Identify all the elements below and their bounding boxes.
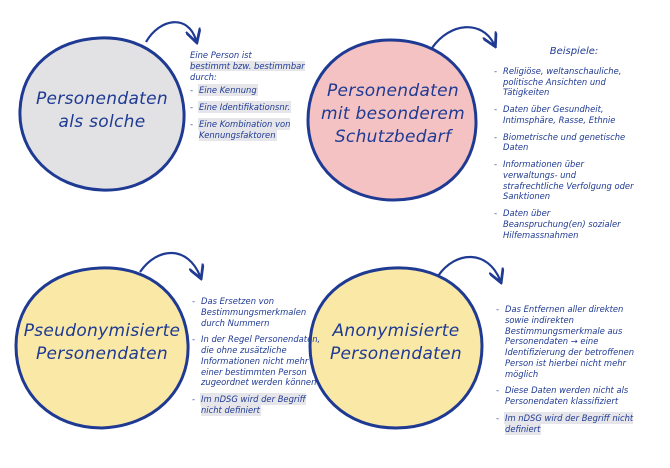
bubble-personendaten-als-solche xyxy=(18,21,196,192)
list-item: Daten über Beanspruchung(en) sozialer Hi… xyxy=(494,208,634,240)
list-item: Eine Kennung xyxy=(190,85,320,96)
bubble-shape xyxy=(18,36,186,192)
list-item: Daten über Gesundheit, Intimsphäre, Rass… xyxy=(494,104,634,126)
arrow-connector xyxy=(145,21,196,42)
list-item: Eine Identifikationsnr. xyxy=(190,102,320,113)
list-item: Biometrische und genetische Daten xyxy=(494,132,634,154)
list-item: Religiöse, weltanschauliche, politische … xyxy=(494,66,634,98)
lead-line: Eine Person ist xyxy=(190,50,252,60)
title-line: Anonymisierte xyxy=(332,321,460,341)
list-item: Das Ersetzen von Bestimmungsmerkmalen du… xyxy=(192,296,324,328)
list-item: In der Regel Personendaten, die ohne zus… xyxy=(192,334,324,388)
arrow-connector xyxy=(437,255,500,280)
bullet-list: Eine Kennung Eine Identifikationsnr. Ein… xyxy=(190,85,320,140)
title-line: Personendaten xyxy=(36,343,168,364)
notes-block: Das Entfernen aller direkten sowie indir… xyxy=(496,304,642,440)
title-line: Schutzbedarf xyxy=(334,126,452,147)
arrow-connector xyxy=(431,26,494,48)
bubble-pseudonymisierte-personendaten xyxy=(14,251,200,430)
notes-block: Eine Person ist bestimmt bzw. bestimmbar… xyxy=(190,50,320,146)
title-line: Personendaten xyxy=(36,89,168,109)
list-item: Im nDSG wird der Begriff nicht definiert xyxy=(496,412,642,435)
bubble-title: Personendaten als solche xyxy=(24,88,180,134)
notes-heading: Beispiele: xyxy=(549,46,599,57)
list-item: Diese Daten werden nicht als Personendat… xyxy=(496,385,642,407)
title-line: Personendaten xyxy=(330,343,462,364)
list-item: Eine Kombination von Kennungsfaktoren xyxy=(190,118,320,141)
list-item: Informationen über verwaltungs- und stra… xyxy=(494,159,634,202)
bubble-title: Pseudonymisierte Personendaten xyxy=(18,320,186,366)
bubble-shape xyxy=(14,266,190,430)
list-item: Im nDSG wird der Begriff nicht definiert xyxy=(192,394,324,416)
bullet-list: Religiöse, weltanschauliche, politische … xyxy=(494,66,634,241)
lead-line: durch: xyxy=(190,71,217,82)
title-line: mit besonderem xyxy=(320,103,466,124)
bubble-title: Anonymisierte Personendaten xyxy=(316,320,476,366)
notes-block: Beispiele: Religiöse, weltanschauliche, … xyxy=(494,46,634,246)
title-line: als solche xyxy=(58,111,146,132)
bullet-list: Das Entfernen aller direkten sowie indir… xyxy=(496,304,642,434)
list-item: Das Entfernen aller direkten sowie indir… xyxy=(496,304,642,379)
notes-block: Das Ersetzen von Bestimmungsmerkmalen du… xyxy=(192,296,324,422)
title-line: Personendaten xyxy=(327,81,459,101)
bubble-title: Personendaten mit besonderem Schutzbedar… xyxy=(318,80,468,149)
bullet-list: Das Ersetzen von Bestimmungsmerkmalen du… xyxy=(192,296,324,416)
arrow-connector xyxy=(139,251,200,276)
title-line: Pseudonymisierte xyxy=(23,321,181,341)
lead-text: Eine Person ist bestimmt bzw. bestimmbar… xyxy=(190,50,320,82)
lead-line: bestimmt bzw. bestimmbar xyxy=(190,60,305,71)
